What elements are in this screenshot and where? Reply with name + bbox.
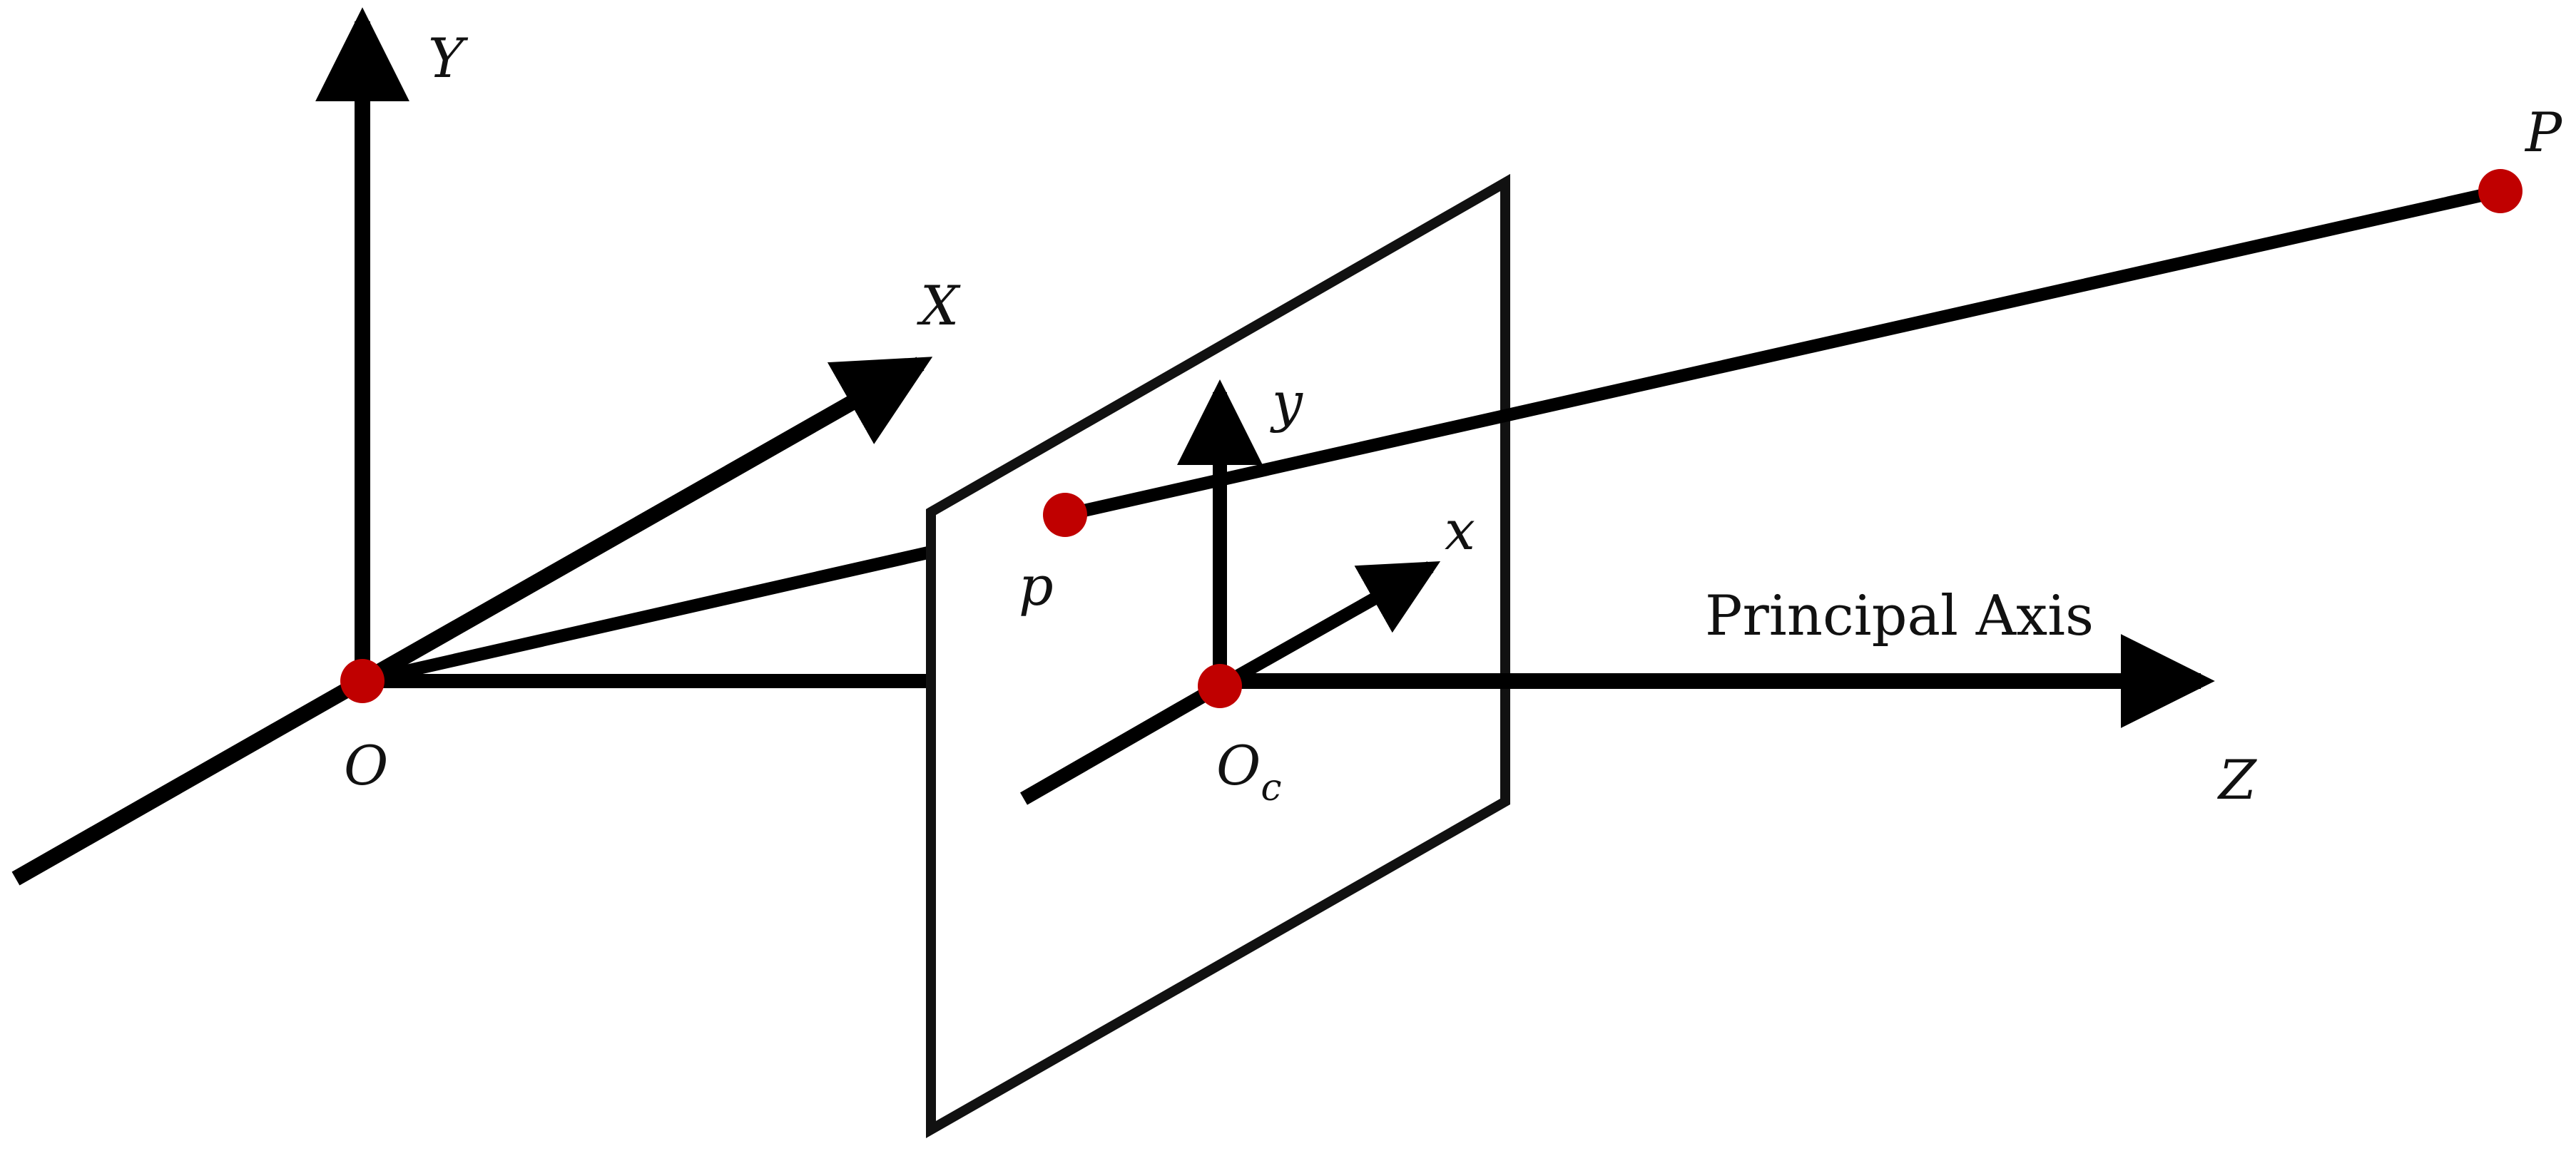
world-x-axis xyxy=(358,357,933,688)
world-point-label: P xyxy=(2524,101,2563,164)
image-x-axis xyxy=(1216,561,1441,692)
camera-origin-label-subscript: c xyxy=(1261,767,1281,809)
image-point xyxy=(1043,493,1087,537)
camera-origin-label: Oc xyxy=(1216,734,1281,809)
world-x-axis-back xyxy=(11,674,367,886)
projection-ray-left xyxy=(361,546,932,687)
camera-origin-label-main: O xyxy=(1216,734,1261,797)
world-y-axis-label: Y xyxy=(428,26,469,90)
world-point xyxy=(2478,169,2522,213)
world-z-axis-label: Z xyxy=(2217,748,2257,812)
image-x-axis-back xyxy=(1020,680,1223,805)
projection-ray xyxy=(1064,185,2502,521)
image-x-axis-label: x xyxy=(1445,498,1475,562)
world-origin-label: O xyxy=(344,734,388,797)
world-x-axis-label: X xyxy=(917,274,961,337)
camera-origin-point xyxy=(1198,664,1242,708)
world-origin-point xyxy=(340,659,385,703)
image-y-axis-label: y xyxy=(1270,370,1303,434)
principal-axis-label: Principal Axis xyxy=(1705,584,2094,648)
image-point-label: p xyxy=(1019,554,1054,618)
